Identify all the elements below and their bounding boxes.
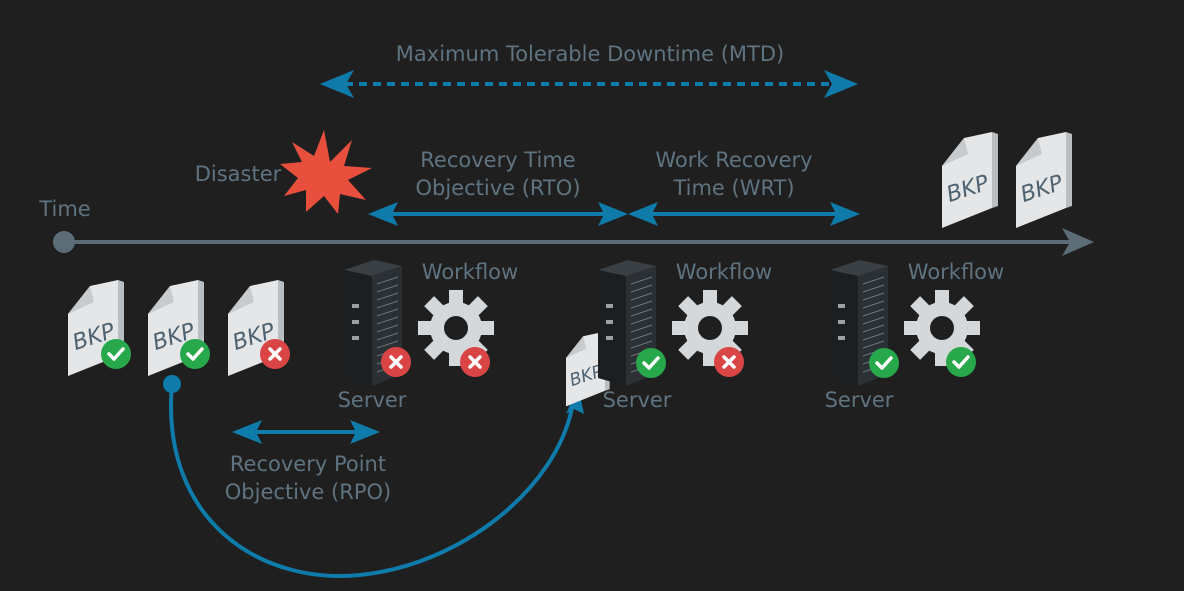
rpo-arrow — [232, 420, 380, 444]
workflow-label: Workflow — [421, 260, 519, 284]
rpo-label-line1: Recovery Point — [229, 452, 387, 476]
mtd-arrow — [320, 70, 858, 98]
check-badge-icon — [867, 346, 901, 380]
server-label: Server — [337, 388, 407, 412]
server-label: Server — [824, 388, 894, 412]
wrt-label-line2: Time (WRT) — [673, 176, 795, 200]
mtd-label: Maximum Tolerable Downtime (MTD) — [395, 42, 785, 66]
cross-badge-icon — [258, 337, 292, 371]
check-badge-icon — [944, 345, 978, 379]
check-badge-icon — [99, 337, 133, 371]
disaster-burst-icon — [280, 130, 372, 214]
server-label: Server — [602, 388, 672, 412]
wrt-label-line1: Work Recovery — [655, 148, 813, 172]
disaster-label: Disaster — [194, 162, 282, 186]
cross-badge-icon — [379, 345, 413, 379]
bkp-document-icon: BKP — [1016, 132, 1072, 228]
time-label: Time — [39, 197, 91, 221]
timeline-arrow — [53, 228, 1094, 256]
check-badge-icon — [178, 337, 212, 371]
bkp-document-icon: BKP — [942, 132, 998, 228]
rto-label-line1: Recovery Time — [420, 148, 576, 172]
cross-badge-icon — [712, 345, 746, 379]
workflow-label: Workflow — [675, 260, 773, 284]
cross-badge-icon — [458, 345, 492, 379]
rto-label-line2: Objective (RTO) — [415, 176, 581, 200]
rto-arrow — [368, 202, 628, 226]
wrt-arrow — [628, 202, 860, 226]
rpo-label-line2: Objective (RPO) — [224, 480, 392, 504]
workflow-label: Workflow — [907, 260, 1005, 284]
check-badge-icon — [634, 346, 668, 380]
